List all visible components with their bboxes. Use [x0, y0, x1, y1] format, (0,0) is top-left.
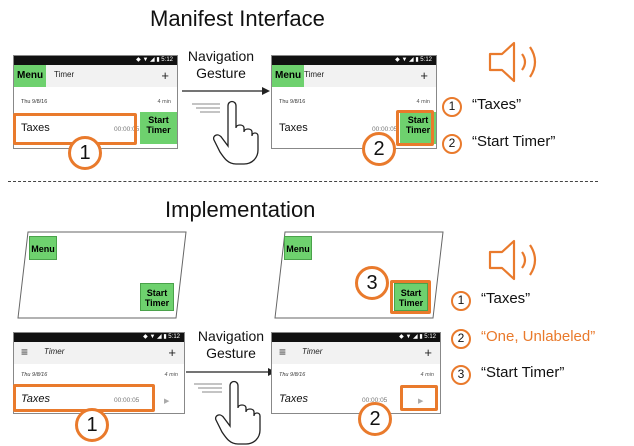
add-button[interactable]: +	[168, 345, 176, 360]
task-row[interactable]: Taxes 00:00:05 ▶	[14, 387, 184, 413]
app-bar: Menu Timer +	[272, 65, 436, 87]
elapsed-time: 00:00:05	[362, 397, 388, 404]
legend-bottom-text-1: “Taxes”	[481, 290, 531, 307]
date-row: Thu 9/8/16 4 min	[272, 95, 436, 110]
start-label-2: Timer	[144, 298, 170, 308]
legend-bottom-marker-3: 3	[451, 365, 471, 385]
marker-one-impl: 1	[75, 408, 109, 442]
duration-label: 4 min	[157, 99, 171, 105]
duration-label: 4 min	[416, 99, 430, 105]
play-icon[interactable]: ▶	[164, 398, 170, 405]
legend-bottom-text-3: “Start Timer”	[481, 364, 565, 381]
status-bar: ◆ ▼ ◢ ▮ 5:12	[14, 333, 184, 342]
highlight-box-start	[396, 110, 434, 146]
hamburger-icon[interactable]: ≡	[21, 345, 29, 359]
date-row: Thu 9/8/16 4 min	[272, 368, 440, 383]
app-title: Timer	[304, 70, 325, 79]
abstract-start-timer-button[interactable]: Start Timer	[140, 283, 174, 311]
legend-top-text-1: “Taxes”	[472, 96, 522, 113]
marker-two: 2	[362, 132, 396, 166]
duration-label: 4 min	[420, 372, 434, 378]
start-label-1: Start	[146, 288, 168, 298]
legend-bottom-marker-1: 1	[451, 291, 471, 311]
date-label: Thu 9/8/16	[279, 99, 306, 105]
task-name: Taxes	[279, 122, 308, 134]
section-title-implementation: Implementation	[165, 197, 316, 222]
highlight-box-taxes-impl	[13, 384, 155, 412]
start-label-2: Timer	[405, 125, 431, 135]
gesture-line-1: Navigation	[187, 48, 255, 64]
status-bar: ◆ ▼ ◢ ▮ 5:12	[272, 56, 436, 65]
task-row[interactable]: Taxes 00:00:05	[14, 116, 177, 142]
duration-label: 4 min	[164, 372, 178, 378]
abstract-menu-button[interactable]: Menu	[29, 236, 57, 260]
hand-gesture-icon	[192, 100, 259, 165]
abstract-start-timer-button[interactable]: Start Timer	[394, 283, 428, 311]
add-button[interactable]: +	[420, 68, 428, 83]
menu-button[interactable]: Menu	[272, 65, 305, 87]
speaker-icon	[488, 41, 537, 83]
hand-gesture-icon	[194, 380, 261, 445]
section-divider	[8, 181, 598, 182]
app-title: Timer	[44, 347, 65, 356]
marker-one: 1	[68, 136, 102, 170]
arrow-right-icon	[182, 87, 270, 95]
app-title: Timer	[54, 70, 75, 79]
hamburger-icon[interactable]: ≡	[279, 345, 287, 359]
marker-two-impl: 2	[358, 402, 392, 436]
task-name: Taxes	[279, 393, 308, 405]
legend-top-text-2: “Start Timer”	[472, 133, 556, 150]
phone-manifest-right: ◆ ▼ ◢ ▮ 5:12 Menu Timer + Thu 9/8/16 4 m…	[271, 55, 437, 149]
task-row[interactable]: Taxes 00:00:05	[272, 116, 436, 142]
gesture-label-top: Navigation Gesture	[178, 48, 264, 82]
app-bar: ≡ Timer +	[14, 342, 184, 364]
date-label: Thu 9/8/16	[21, 99, 48, 105]
speaker-icon	[488, 239, 537, 281]
legend-top-marker-1: 1	[442, 97, 462, 117]
status-bar: ◆ ▼ ◢ ▮ 5:12	[14, 56, 177, 65]
play-icon[interactable]: ▶	[418, 398, 424, 405]
task-name: Taxes	[21, 122, 50, 134]
app-title: Timer	[302, 347, 323, 356]
app-bar: ≡ Timer +	[272, 342, 440, 364]
add-button[interactable]: +	[424, 345, 432, 360]
elapsed-time: 00:00:05	[114, 397, 140, 404]
task-name: Taxes	[21, 393, 50, 405]
phone-implementation-right: ◆ ▼ ◢ ▮ 5:12 ≡ Timer + Thu 9/8/16 4 min …	[271, 332, 441, 414]
legend-bottom-text-2: “One, Unlabeled”	[481, 328, 596, 345]
start-label-2: Timer	[398, 298, 424, 308]
legend-bottom-marker-2: 2	[451, 329, 471, 349]
date-label: Thu 9/8/16	[279, 372, 306, 378]
gesture-line-1: Navigation	[197, 328, 265, 344]
marker-three: 3	[355, 266, 389, 300]
start-label-1: Start	[148, 115, 169, 125]
elapsed-time: 00:00:05	[372, 126, 398, 133]
gesture-line-2: Gesture	[196, 65, 246, 81]
highlight-box-start-abstract	[390, 280, 431, 314]
start-label-2: Timer	[146, 125, 171, 135]
app-bar: Menu Timer +	[14, 65, 177, 87]
gesture-label-bottom: Navigation Gesture	[188, 328, 274, 362]
menu-button[interactable]: Menu	[14, 65, 47, 87]
date-row: Thu 9/8/16 4 min	[14, 95, 177, 110]
task-row[interactable]: Taxes 00:00:05 ▶	[272, 387, 440, 413]
highlight-box-play	[400, 385, 438, 411]
legend-top-marker-2: 2	[442, 134, 462, 154]
elapsed-time: 00:00:05	[114, 126, 140, 133]
abstract-menu-button[interactable]: Menu	[284, 236, 312, 260]
date-label: Thu 9/8/16	[21, 372, 48, 378]
status-bar: ◆ ▼ ◢ ▮ 5:12	[272, 333, 440, 342]
start-timer-button[interactable]: Start Timer	[140, 112, 177, 144]
date-row: Thu 9/8/16 4 min	[14, 368, 184, 383]
phone-implementation-left: ◆ ▼ ◢ ▮ 5:12 ≡ Timer + Thu 9/8/16 4 min …	[13, 332, 185, 414]
start-label-1: Start	[407, 115, 429, 125]
add-button[interactable]: +	[161, 68, 169, 83]
start-label-1: Start	[400, 288, 422, 298]
start-timer-button[interactable]: Start Timer	[400, 112, 436, 144]
section-title-manifest: Manifest Interface	[150, 6, 325, 31]
gesture-line-2: Gesture	[206, 345, 256, 361]
phone-manifest-left: ◆ ▼ ◢ ▮ 5:12 Menu Timer + Thu 9/8/16 4 m…	[13, 55, 178, 149]
